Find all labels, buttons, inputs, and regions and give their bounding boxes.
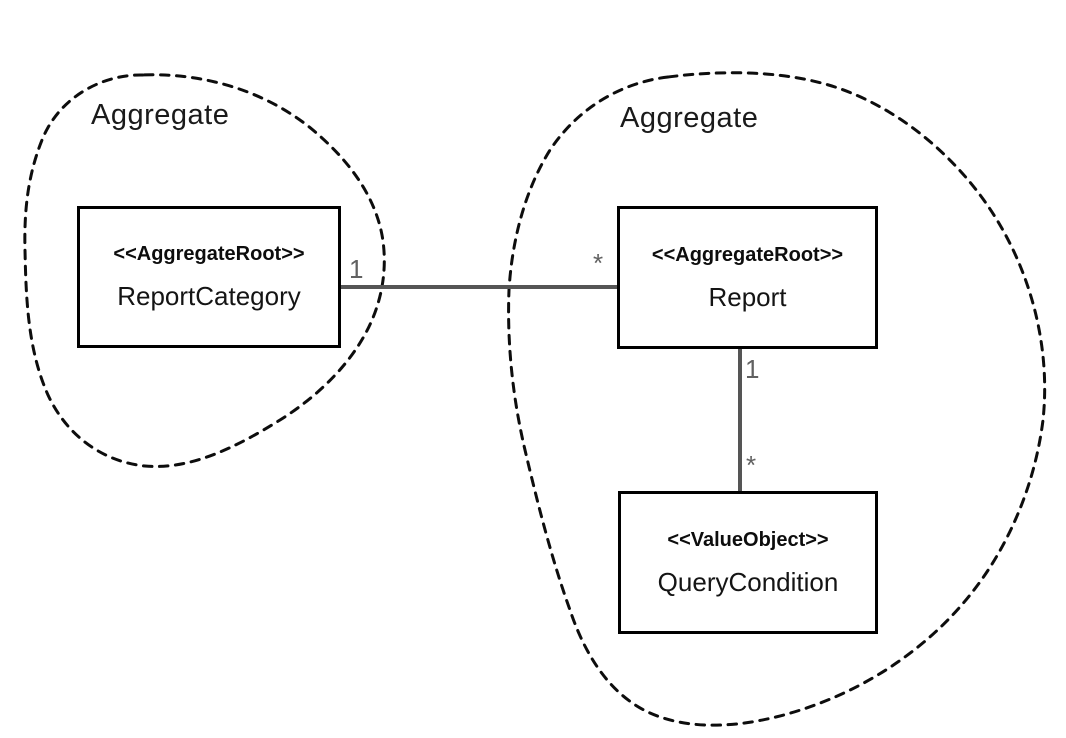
class-box-querycondition: <<ValueObject>> QueryCondition	[618, 491, 878, 634]
class-stereotype: <<AggregateRoot>>	[651, 243, 844, 266]
multiplicity-reportcategory-one: 1	[349, 254, 364, 284]
class-name: QueryCondition	[657, 566, 839, 597]
multiplicity-report-many: *	[593, 248, 604, 278]
aggregate-boundary-left	[23, 73, 386, 468]
aggregate-label-right: Aggregate	[620, 102, 759, 134]
class-box-reportcategory: <<AggregateRoot>> ReportCategory	[77, 206, 341, 348]
multiplicity-report-one: 1	[745, 354, 760, 384]
aggregate-label-left: Aggregate	[91, 99, 230, 131]
class-box-report: <<AggregateRoot>> Report	[617, 206, 878, 349]
class-name: Report	[708, 281, 787, 312]
class-name: ReportCategory	[117, 281, 301, 312]
multiplicity-querycondition-many: *	[746, 450, 757, 480]
class-stereotype: <<ValueObject>>	[667, 528, 829, 551]
class-stereotype: <<AggregateRoot>>	[113, 243, 305, 266]
